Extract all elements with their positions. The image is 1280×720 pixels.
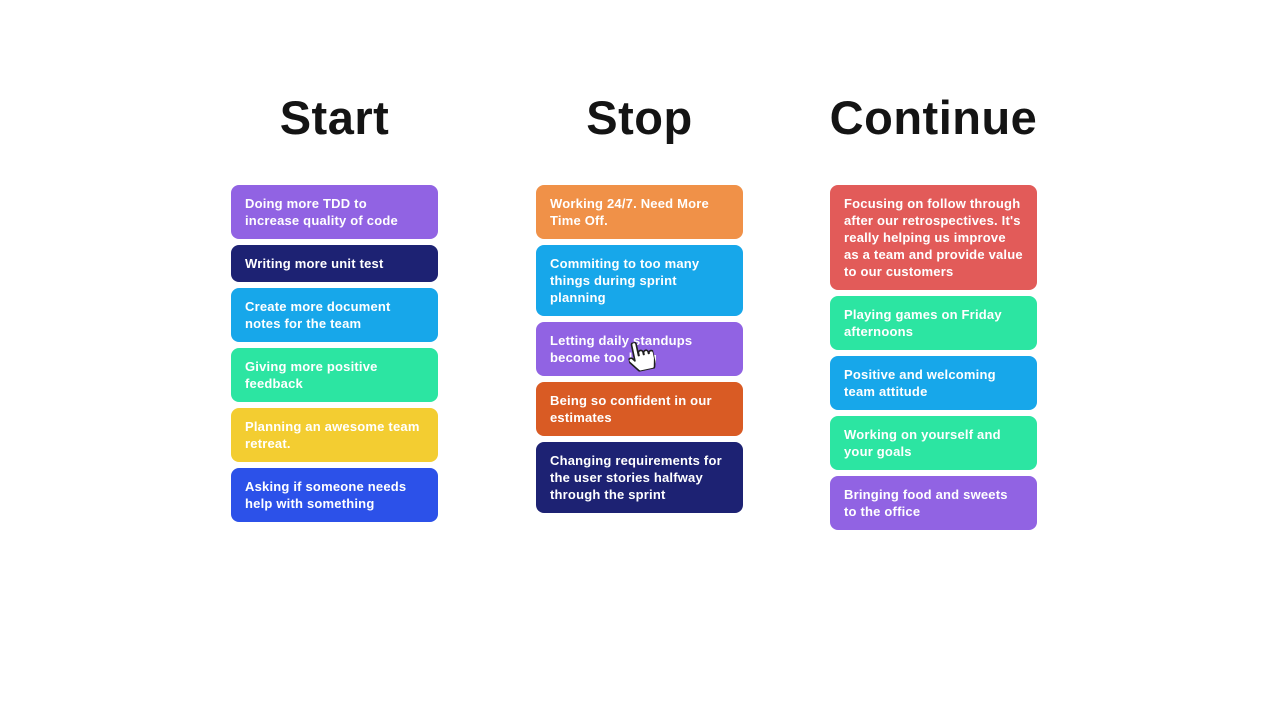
card[interactable]: Planning an awesome team retreat. <box>231 408 438 462</box>
card[interactable]: Working on yourself and your goals <box>830 416 1037 470</box>
card[interactable]: Working 24/7. Need More Time Off. <box>536 185 743 239</box>
column-stop: Stop Working 24/7. Need More Time Off. Co… <box>536 0 743 720</box>
card[interactable]: Bringing food and sweets to the office <box>830 476 1037 530</box>
card[interactable]: Asking if someone needs help with someth… <box>231 468 438 522</box>
card[interactable]: Playing games on Friday afternoons <box>830 296 1037 350</box>
column-start: Start Doing more TDD to increase quality… <box>231 0 438 720</box>
card-list-stop: Working 24/7. Need More Time Off. Commiti… <box>536 185 743 513</box>
column-continue: Continue Focusing on follow through afte… <box>830 0 1037 720</box>
card[interactable]: Commiting to too many things during spri… <box>536 245 743 316</box>
card-list-start: Doing more TDD to increase quality of co… <box>231 185 438 522</box>
card[interactable]: Giving more positive feedback <box>231 348 438 402</box>
card[interactable]: Changing requirements for the user stori… <box>536 442 743 513</box>
column-title-stop: Stop <box>586 91 693 144</box>
column-title-start: Start <box>279 91 390 144</box>
card[interactable]: Positive and welcoming team attitude <box>830 356 1037 410</box>
card[interactable]: Create more document notes for the team <box>231 288 438 342</box>
card[interactable]: Being so confident in our estimates <box>536 382 743 436</box>
card[interactable]: Doing more TDD to increase quality of co… <box>231 185 438 239</box>
card-list-continue: Focusing on follow through after our ret… <box>830 185 1037 530</box>
column-title-continue: Continue <box>829 91 1038 144</box>
card[interactable]: Focusing on follow through after our ret… <box>830 185 1037 290</box>
card[interactable]: Letting daily standups become too long <box>536 322 743 376</box>
card[interactable]: Writing more unit test <box>231 245 438 282</box>
